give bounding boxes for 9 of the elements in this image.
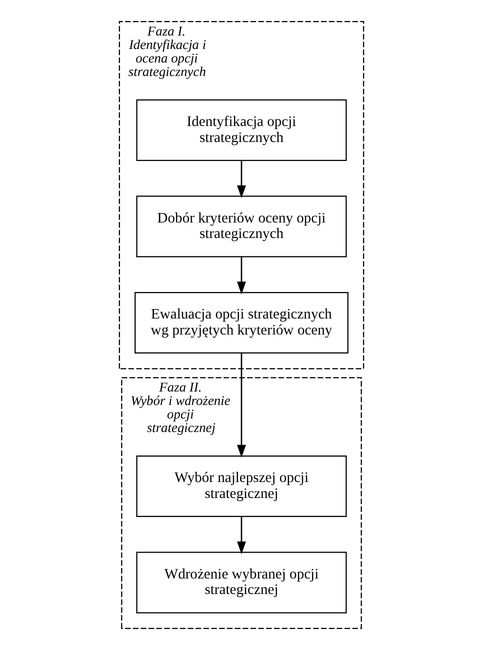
node-box: Wybór najlepszej opcji strategicznej	[136, 455, 347, 518]
node-box: Identyfikacja opcji strategicznych	[136, 99, 347, 161]
node-box: Ewaluacja opcji strategicznych wg przyjętych kryteriów oceny	[134, 292, 348, 354]
arrow	[237, 256, 246, 294]
arrow	[237, 160, 246, 198]
arrow	[237, 516, 246, 554]
node-box: Wdrożenie wybranej opcji strategicznej	[136, 552, 347, 614]
arrow	[237, 353, 246, 458]
node-box: Dobór kryteriów oceny opcji strategicznych	[136, 196, 347, 258]
